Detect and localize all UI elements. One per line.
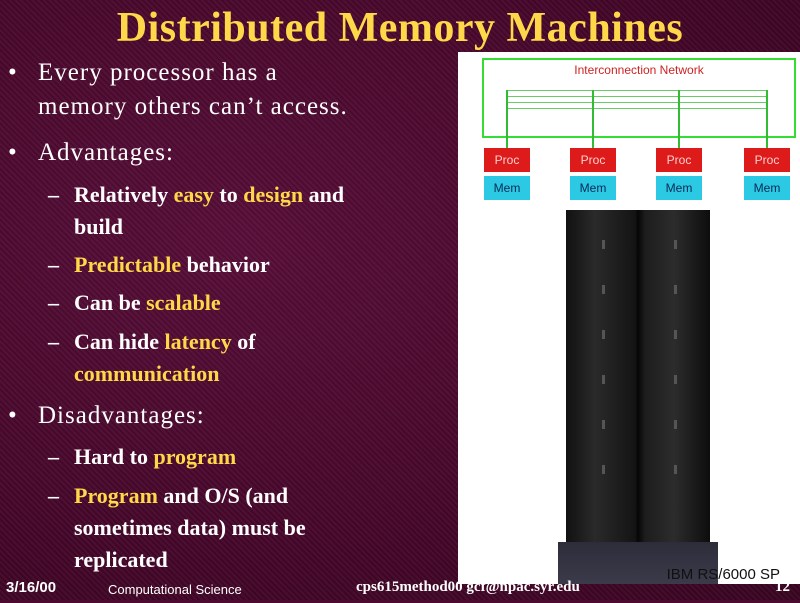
highlight-word: program [153,444,237,469]
bullet-marker: • [8,139,18,166]
network-label: Interconnection Network [574,63,704,77]
node-connector [506,90,508,148]
tower-detail [602,285,605,294]
mem-box: Mem [484,176,530,200]
disadvantage-item-replicated: – Program and O/S (and sometimes data) m… [48,480,448,576]
mem-box: Mem [570,176,616,200]
disadvantage-text-line2: sometimes data) must be [74,515,306,540]
tower-detail [674,285,677,294]
tower-detail [674,465,677,474]
advantage-text: Can hide latency of [74,326,256,358]
disadvantage-text: Program and O/S (and [74,480,288,512]
slide-title: Distributed Memory Machines [116,5,684,51]
bullet-text-line1: Every processor has a [38,59,278,86]
mem-box: Mem [656,176,702,200]
bullet-every-processor: • Every processor has a memory others ca… [8,56,448,126]
disadvantage-text: Hard to program [74,441,236,473]
tower-detail [602,375,605,384]
highlight-word: Predictable [74,252,182,277]
figure-panel: Interconnection Network Proc Proc Proc P… [458,52,800,584]
photo-caption: IBM RS/6000 SP [666,566,780,583]
bus-line [506,108,768,109]
bullet-text: Advantages: [38,139,174,166]
node-connector [678,90,680,148]
bullet-text-line2: memory others can’t access. [38,93,348,120]
advantage-item-easy: – Relatively easy to design and build [48,179,448,243]
interconnection-network-box: Interconnection Network [482,58,796,138]
node-connector [766,90,768,148]
dash-marker: – [48,290,59,315]
proc-box: Proc [570,148,616,172]
text-part: Can be [74,290,147,315]
proc-box: Proc [656,148,702,172]
disadvantage-item-program: – Hard to program [48,441,448,473]
tower-detail [602,420,605,429]
bus-line [506,90,768,91]
footer-course: Computational Science [108,582,242,597]
tower-detail [674,375,677,384]
dash-marker: – [48,182,59,207]
mem-box: Mem [744,176,790,200]
tower-detail [602,465,605,474]
bus-line [506,102,768,103]
bullet-marker: • [8,59,18,86]
ibm-sp-base [558,542,718,584]
advantage-item-scalable: – Can be scalable [48,287,448,319]
proc-box: Proc [484,148,530,172]
advantage-text: Relatively easy to design and [74,179,344,211]
highlight-word: Program [74,483,158,508]
highlight-word: easy [173,182,214,207]
bullet-text: Disadvantages: [38,402,205,429]
text-part: of [231,329,256,354]
advantage-text-line2: build [74,214,123,239]
dash-marker: – [48,444,59,469]
advantage-item-latency: – Can hide latency of communication [48,326,448,390]
node-connector [592,90,594,148]
advantage-text: Predictable behavior [74,249,270,281]
bullet-advantages: • Advantages: [8,136,448,170]
bullet-marker: • [8,402,18,429]
advantage-text-line2: communication [74,361,220,386]
text-part: Hard to [74,444,154,469]
highlight-word: scalable [146,290,221,315]
text-part: behavior [181,252,270,277]
highlight-word: latency [164,329,232,354]
tower-detail [602,240,605,249]
ibm-sp-tower-image [566,210,710,548]
text-part: and [303,182,345,207]
text-part: and O/S (and [157,483,289,508]
proc-box: Proc [744,148,790,172]
text-part: Relatively [74,182,174,207]
dash-marker: – [48,483,59,508]
dash-marker: – [48,252,59,277]
dash-marker: – [48,329,59,354]
footer-date: 3/16/00 [6,579,57,596]
disadvantage-text-line3: replicated [74,547,168,572]
tower-detail [602,330,605,339]
tower-detail [674,240,677,249]
text-part: to [213,182,244,207]
highlight-word: design [243,182,304,207]
footer-file-email: cps615method00 gcf@npac.syr.edu [356,579,580,595]
tower-detail [674,330,677,339]
advantage-text: Can be scalable [74,287,221,319]
bullet-disadvantages: • Disadvantages: [8,399,448,433]
footer-page-number: 12 [775,579,790,595]
tower-detail [674,420,677,429]
advantage-item-predictable: – Predictable behavior [48,249,448,281]
bus-line [506,96,768,97]
text-part: Can hide [74,329,165,354]
